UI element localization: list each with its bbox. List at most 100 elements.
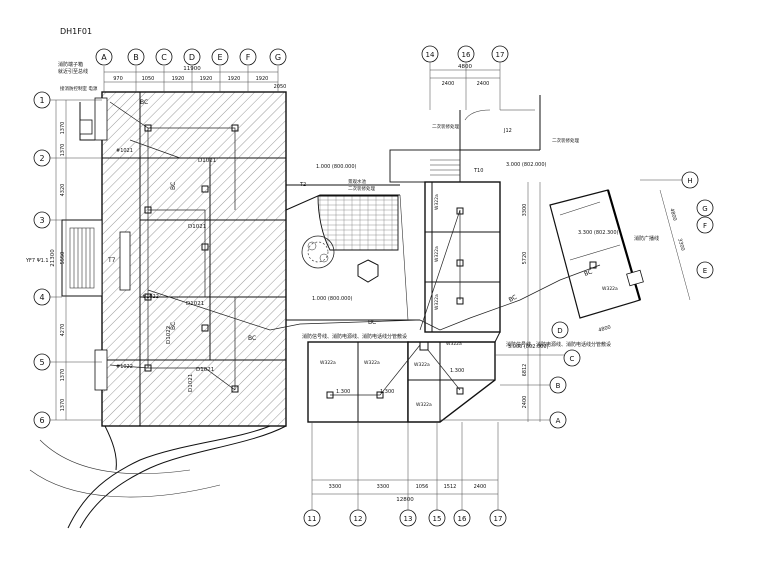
dims-far-right: 4800 3300 4800	[598, 189, 691, 334]
dim-text: 3300	[329, 484, 342, 490]
row-label: 6	[39, 416, 44, 425]
room-label: D1021	[186, 301, 204, 307]
level-marker: 3.300 (802.300)	[578, 230, 619, 236]
dim-text: 5550	[60, 252, 66, 265]
room-label: D1022	[166, 326, 172, 344]
middle-stairs	[430, 159, 460, 176]
axis-label: G	[275, 53, 281, 62]
row-label: 4	[39, 293, 44, 302]
dim-text: 1050	[142, 76, 155, 82]
dim-text: 5720	[522, 252, 528, 265]
level-marker: 1.000 (800.000)	[316, 164, 357, 170]
dim-text: 970	[113, 76, 123, 82]
dim-text: 1920	[172, 76, 185, 82]
left-porch-stairs	[69, 227, 95, 289]
detector-symbols	[144, 124, 597, 399]
dim-total: 12800	[396, 497, 414, 503]
left-row-bubbles: 1 2 3 4 5 6	[33, 91, 102, 429]
axis-label: 16	[458, 515, 467, 523]
bus-label: BC	[368, 319, 376, 326]
level-marker: 1.300	[380, 389, 394, 395]
top-right-axis-bubbles: 14 16 17	[421, 45, 509, 110]
axis-label: H	[687, 177, 692, 185]
dim-text: 2050	[274, 84, 287, 90]
axis-label: D	[189, 53, 195, 62]
far-right-axis-bubbles: H G F E D C B A	[440, 171, 714, 429]
level-marker: 1.300	[450, 368, 464, 374]
pond-label: 景观水池	[348, 178, 366, 185]
left-wing-column	[119, 231, 131, 291]
left-axis-bubbles: A B C D E F G	[95, 48, 287, 92]
device-label: W322a	[416, 402, 432, 408]
bus-label: BC	[140, 99, 148, 106]
fire-area-label: 消防广播线	[634, 235, 659, 242]
level-marker: 1.300	[336, 389, 350, 395]
lower-rooms	[307, 331, 501, 423]
dim-text: 1512	[444, 484, 457, 490]
dims-left-side: 1370 1370 4320 5550 4270 1370 1370 21300	[50, 100, 67, 420]
device-label: W322a	[414, 362, 430, 368]
axis-label: C	[161, 53, 167, 62]
axis-label: B	[133, 53, 139, 62]
room-label: D1021	[196, 367, 214, 373]
row-label: 2	[39, 154, 44, 163]
dim-text: 1370	[60, 122, 66, 135]
row-label: 5	[39, 358, 44, 367]
axis-label: 12	[354, 515, 363, 523]
dim-text: 3300	[522, 204, 528, 217]
device-label: W322a	[602, 286, 618, 292]
left-wing	[61, 91, 287, 427]
bottom-axis-bubbles: 11 12 13 15 16 17	[303, 422, 507, 527]
room-label: D1021	[188, 374, 194, 392]
bus-label: BC	[170, 322, 177, 330]
tag-label: J12	[503, 128, 512, 134]
axis-label: F	[703, 222, 707, 230]
bus-label: BC	[248, 335, 256, 342]
axis-label: 16	[462, 51, 471, 59]
axis-label: F	[246, 53, 251, 62]
middle-link	[285, 149, 461, 321]
level-marker: 3.000 (802.000)	[506, 162, 547, 168]
axis-label: E	[703, 267, 707, 275]
row-label: 1	[39, 96, 44, 105]
curved-driveway	[29, 425, 287, 529]
dim-total: 11900	[183, 66, 201, 72]
axis-label: 11	[308, 515, 317, 523]
dim-text: 2400	[442, 81, 455, 87]
pond-sub: 二次装修处理	[348, 185, 375, 192]
tag-label: T2	[299, 182, 306, 188]
landscape-pond	[317, 195, 399, 251]
dim-text: 1920	[228, 76, 241, 82]
dims-bottom: 3300 3300 1056 1512 2400 12800	[312, 479, 498, 503]
device-label: W322a	[320, 360, 336, 366]
tag-label: YF7 Ψ1.1	[25, 258, 49, 264]
device-label: W322a	[434, 194, 440, 210]
dim-total: 4800	[458, 64, 472, 70]
dim-text: 3300	[676, 238, 685, 252]
axis-label: C	[570, 355, 575, 363]
panel-note: 消防端子箱	[58, 61, 83, 68]
device-label: W322a	[446, 341, 462, 347]
dim-text: 4800	[598, 324, 612, 333]
dim-text: 1370	[60, 399, 66, 412]
level-marker: 3.000 (802.000)	[508, 344, 549, 350]
dims-top-left: 970 1050 1920 1920 1920 1920 2050 11900	[104, 66, 286, 90]
left-wing-hatched-floor	[101, 91, 287, 427]
annotations: DH1F01 消防端子箱 就近引至总线 接消防控制室 电源 D1021 D102…	[25, 27, 659, 408]
dim-text: 2400	[522, 396, 528, 409]
device-label: W322a	[434, 246, 440, 262]
dim-text: 3300	[377, 484, 390, 490]
row-label: 3	[39, 216, 44, 225]
dim-text: 1370	[60, 144, 66, 157]
bus-label: BC	[508, 294, 519, 304]
level-marker: 1.000 (800.000)	[312, 296, 353, 302]
axis-label: A	[556, 417, 561, 425]
device-label: #1021	[116, 148, 133, 154]
dim-text: 1370	[60, 369, 66, 382]
axis-label: E	[217, 53, 222, 62]
room-label: D1021	[188, 224, 206, 230]
dim-text: 4800	[668, 208, 677, 222]
dim-text: 1056	[416, 484, 429, 490]
tag-label: T10	[473, 168, 483, 174]
